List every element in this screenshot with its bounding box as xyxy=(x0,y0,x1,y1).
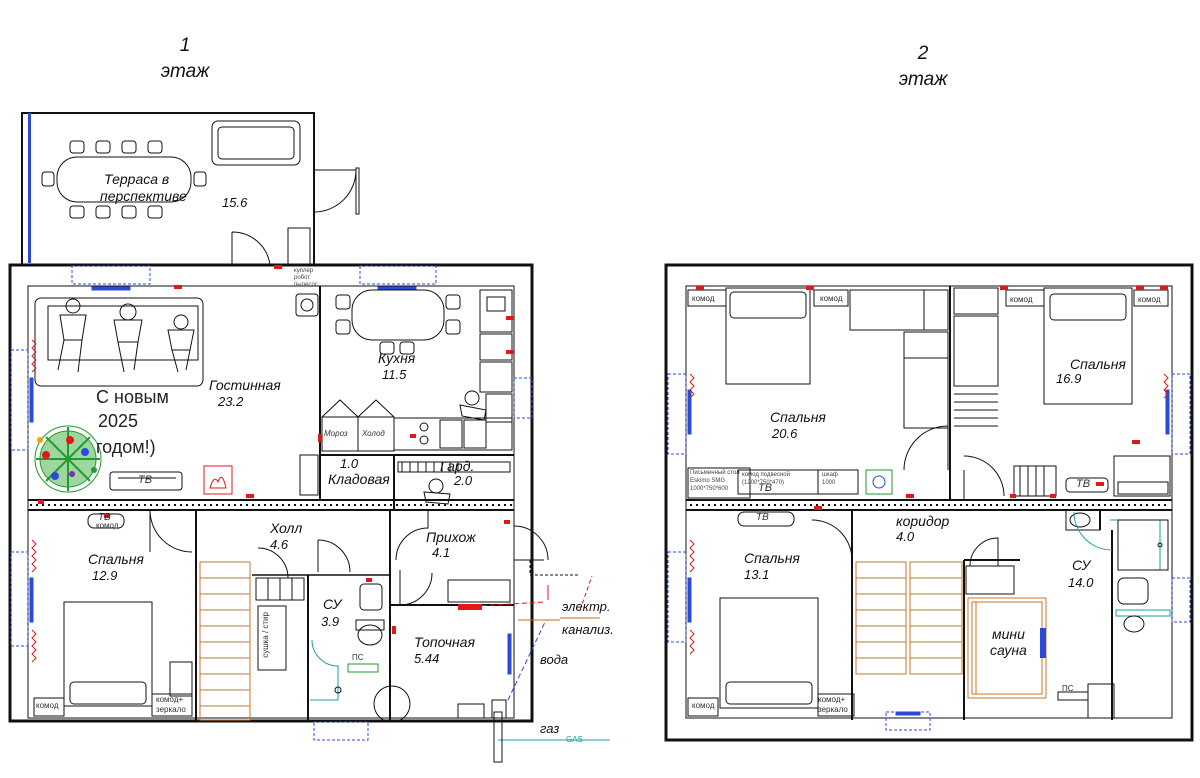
terrace-label-line1: Терраса в xyxy=(104,171,170,187)
robot-note-line2: робот xyxy=(294,275,311,281)
boiler-room-area: 5.44 xyxy=(414,651,440,666)
dresser-mirror-2-line2: зеркало xyxy=(818,705,848,714)
utility-electric-label: электр. xyxy=(562,599,611,614)
tv-label-bedroom-c: ТВ xyxy=(756,512,769,523)
bedroom-1-area: 12.9 xyxy=(92,568,118,583)
terrace-area: 15.6 xyxy=(222,195,248,210)
sauna-label-line2: сауна xyxy=(990,642,1027,658)
greeting-line1: С новым xyxy=(96,387,169,407)
pc-label-floor1: ПС xyxy=(352,653,364,662)
tv-label-bedroom: ТВ xyxy=(98,512,111,523)
dresser-label-2a: комод xyxy=(692,294,715,303)
desk-note-line1: Письменный стол xyxy=(690,470,740,476)
second-floor-plan xyxy=(664,263,1194,742)
radiators-second-floor xyxy=(689,373,1169,655)
utility-lines xyxy=(457,575,610,763)
christmas-tree xyxy=(34,425,102,493)
sockets-second-floor xyxy=(696,286,1168,510)
floor-1-title-number: 1 xyxy=(179,35,191,56)
bathroom-1-label: СУ xyxy=(323,596,342,612)
floor-1-title-word: этаж xyxy=(160,61,210,82)
small-cabinet-line2: 1000 xyxy=(822,480,836,486)
dresser-label-2d: комод xyxy=(1138,295,1161,304)
bedroom-b-label: Спальня xyxy=(1070,356,1126,372)
bathroom-2-area: 14.0 xyxy=(1068,575,1094,590)
terrace-chairs xyxy=(41,140,207,219)
terrace-label-line2: перспективе xyxy=(100,188,187,204)
entry-label: Прихож xyxy=(426,529,476,545)
dresser-mirror-line2: зеркало xyxy=(156,705,186,714)
dresser-mirror-2-line1: комод+ xyxy=(818,695,846,704)
desk-note-line3: 1000*750*600 xyxy=(690,486,729,492)
kitchen-label: Кухня xyxy=(378,350,416,366)
corridor-area: 4.0 xyxy=(896,529,915,544)
pantry-area: 1.0 xyxy=(340,456,359,471)
dresser-label-2c: комод xyxy=(1010,295,1033,304)
robot-note-line1: куплер xyxy=(294,268,314,274)
robot-note-line3: пылесос xyxy=(294,282,318,288)
small-cabinet-line1: шкаф xyxy=(822,472,838,478)
utility-sewer-label: канализ. xyxy=(562,622,614,637)
stairs-first-floor xyxy=(199,561,251,721)
stairs-second-floor xyxy=(855,561,963,675)
hall-label: Холл xyxy=(270,520,303,536)
freezer-label: Мороз xyxy=(324,429,348,438)
shelf-note-line1: комод подвесной xyxy=(742,472,790,478)
utility-gas-line-label: GAS xyxy=(566,735,583,744)
living-room-area: 23.2 xyxy=(218,394,244,409)
first-floor-plan xyxy=(8,112,580,741)
shelf-note-line2: (1200*750*470) xyxy=(742,480,785,486)
bedroom-a-label: Спальня xyxy=(770,409,826,425)
pc-label-floor2: ПС xyxy=(1062,684,1074,693)
windows-first-floor xyxy=(10,265,533,741)
pantry-label: Кладовая xyxy=(328,471,390,487)
bedroom-a-area: 20.6 xyxy=(772,426,798,441)
washer-dryer-label: сушка / стир xyxy=(261,612,270,658)
dresser-label-2b: комод xyxy=(820,294,843,303)
bedroom-c-label: Спальня xyxy=(744,550,800,566)
tv-label-living: ТВ xyxy=(138,474,153,486)
kitchen-area: 11.5 xyxy=(382,367,407,382)
utility-gas-label: газ xyxy=(540,721,560,736)
wardrobe-label: Гард. xyxy=(440,458,475,474)
entry-area: 4.1 xyxy=(432,545,451,560)
bedroom-b-area: 16.9 xyxy=(1056,371,1082,386)
wardrobe-rails xyxy=(397,461,511,473)
tv-label-bedroom-a: ТВ xyxy=(758,482,773,494)
dresser-label-corner: комод xyxy=(36,701,59,710)
desk-note-line2: Eskimo SMG xyxy=(690,478,726,484)
dresser-mirror-line1: комод+ xyxy=(156,695,184,704)
dresser-label-2e: комод xyxy=(692,701,715,710)
floor-2-title-word: этаж xyxy=(898,69,948,90)
corridor-label: коридор xyxy=(896,513,950,529)
boiler-room-label: Топочная xyxy=(414,634,475,650)
bathroom-2-label: СУ xyxy=(1072,557,1091,573)
bedroom-c-area: 13.1 xyxy=(744,567,770,582)
tv-label-bedroom-b: ТВ xyxy=(1076,478,1091,490)
bathroom-1-area: 3.9 xyxy=(321,614,340,629)
living-room-label: Гостинная xyxy=(209,377,281,393)
utility-water-label: вода xyxy=(540,652,569,667)
floor-2-title-number: 2 xyxy=(917,43,929,64)
wardrobe-area: 2.0 xyxy=(454,473,473,488)
sauna-label-line1: мини xyxy=(992,626,1025,642)
greeting-line3: годом!) xyxy=(96,437,156,457)
radiators-first-floor xyxy=(31,339,37,663)
dresser-label-bedroom: комод xyxy=(96,521,119,530)
fridge-label: Холод xyxy=(362,429,385,438)
terrace xyxy=(21,112,360,266)
windows-second-floor xyxy=(667,373,1191,731)
greeting-line2: 2025 xyxy=(98,411,139,431)
sockets-first-floor xyxy=(38,265,514,634)
hall-area: 4.6 xyxy=(270,537,289,552)
people-figures xyxy=(57,298,195,373)
bedroom-1-label: Спальня xyxy=(88,551,144,567)
